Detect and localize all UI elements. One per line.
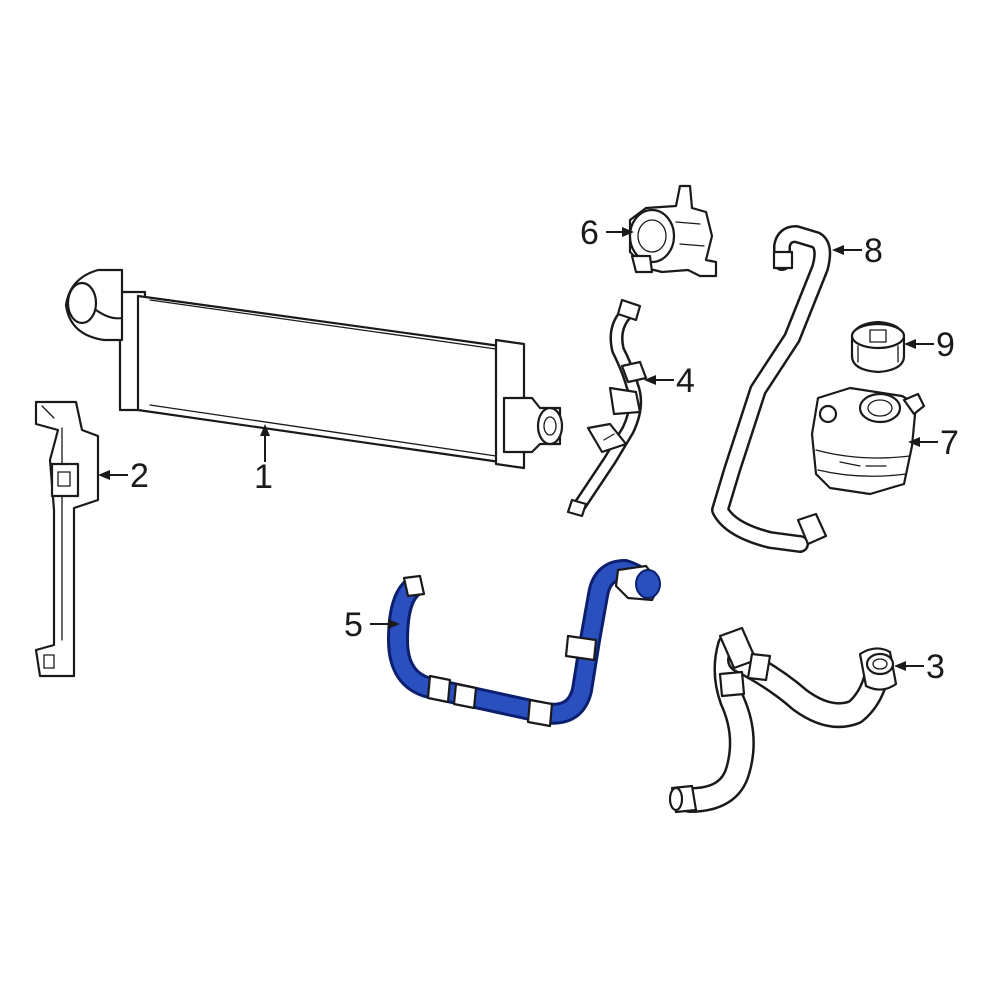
part-7-reservoir[interactable] xyxy=(810,386,926,496)
callout-label-1: 1 xyxy=(254,458,273,496)
callout-label-8: 8 xyxy=(864,232,883,270)
callout-9: 9 xyxy=(904,326,955,364)
callout-label-7: 7 xyxy=(940,424,959,462)
part-4-tube[interactable] xyxy=(566,298,648,518)
callout-4: 4 xyxy=(644,362,695,400)
callout-6: 6 xyxy=(580,214,634,252)
callout-1: 1 xyxy=(254,424,273,496)
callout-3: 3 xyxy=(894,648,945,686)
callout-label-2: 2 xyxy=(130,457,149,495)
callout-label-9: 9 xyxy=(936,326,955,364)
callout-8: 8 xyxy=(832,232,883,270)
part-2-bracket[interactable] xyxy=(34,400,100,678)
callout-label-4: 4 xyxy=(676,362,695,400)
callout-2: 2 xyxy=(98,457,149,495)
callout-5: 5 xyxy=(344,606,400,644)
callout-label-5: 5 xyxy=(344,606,363,644)
part-1-radiator[interactable] xyxy=(64,268,564,470)
callout-7: 7 xyxy=(908,424,959,462)
part-6-water-pump[interactable] xyxy=(628,184,718,278)
part-5-hose-highlighted[interactable] xyxy=(387,559,662,728)
callout-label-3: 3 xyxy=(926,648,945,686)
part-3-hose[interactable] xyxy=(668,626,898,814)
part-8-overflow-hose[interactable] xyxy=(711,225,832,553)
callout-label-6: 6 xyxy=(580,214,599,252)
part-9-cap[interactable] xyxy=(850,320,906,374)
